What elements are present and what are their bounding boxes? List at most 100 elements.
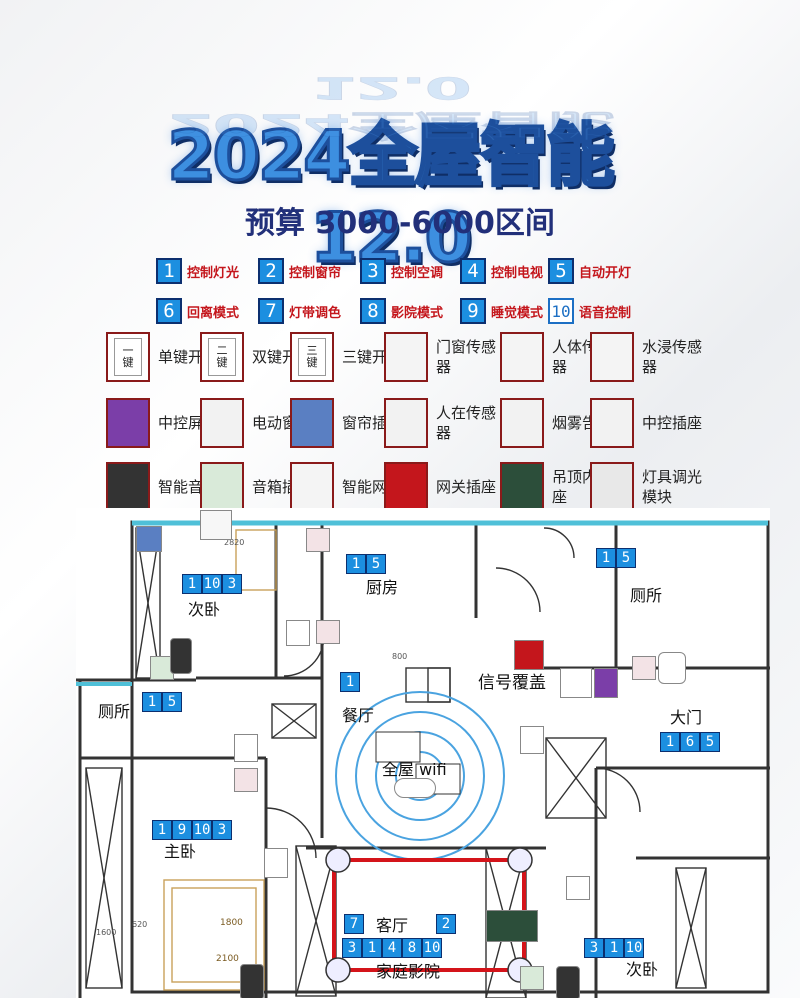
plan-tag-badge: 10 [422,938,442,958]
plan-tag-badge: 10 [624,938,644,958]
plan-tag-group: 7 [344,914,364,934]
room-dining: 餐厅 [342,706,375,725]
signal-coverage-label: 信号覆盖 [478,673,546,693]
speaker-icon [170,638,192,674]
device-image-icon [200,462,244,512]
feature-number-badge: 10 [548,298,574,324]
plan-tag-badge: 5 [700,732,720,752]
device-label: 网关插座 [436,478,497,496]
switch-icon [520,726,544,754]
plan-tag-badge: 4 [382,938,402,958]
plan-tag-badge: 1 [362,938,382,958]
socket-icon [234,768,258,792]
device-image-icon [500,398,544,448]
room-toilet-right: 厕所 [630,586,663,605]
feature-number-badge: 5 [548,258,574,284]
device-label: 人在传感器 [436,404,497,442]
switch-face: 三 键 [298,338,326,376]
plan-tag-badge: 8 [402,938,422,958]
feature-item: 8 影院模式 [360,298,443,324]
plan-tag-badge: 1 [152,820,172,840]
socket-icon [316,620,340,644]
room-second-bedroom: 次卧 [188,600,221,619]
plan-tag-badge: 5 [366,554,386,574]
feature-label: 影院模式 [391,305,444,321]
control-screen-icon [594,668,618,698]
feature-number-badge: 8 [360,298,386,324]
plan-tag-badge: 6 [680,732,700,752]
speaker-icon [240,964,264,998]
plan-tag-group: 2 [436,914,456,934]
device-image-icon [106,398,150,448]
device-image-icon: 三 键 [290,332,334,382]
feature-number-badge: 7 [258,298,284,324]
device-item: 水浸传感器 [590,332,706,382]
router-icon [394,778,436,798]
speaker-socket-icon [520,966,544,990]
speaker-icon [556,966,580,998]
switch-face: 二 键 [208,338,236,376]
plan-tag-badge: 1 [340,672,360,692]
device-image-icon [384,462,428,512]
device-image-icon [106,462,150,512]
device-image-icon [500,332,544,382]
device-image-icon [590,462,634,512]
dim-1800: 1800 [220,918,243,928]
feature-number-badge: 1 [156,258,182,284]
title-reflection: 2024全屋智能12.0 [167,69,613,143]
device-item: 网关插座 [384,462,500,512]
room-toilet-left: 厕所 [98,702,131,721]
floor-plan: 次卧 厨房 厕所 厕所 餐厅 信号覆盖 大门 全屋 wifi 主卧 客厅 家庭影… [76,508,770,998]
plan-tag-badge: 1 [346,554,366,574]
room-front-door: 大门 [670,708,703,727]
feature-item: 5 自动开灯 [548,258,631,284]
plan-tag-group: 1 [340,672,360,692]
device-label: 门窗传感器 [436,338,497,376]
device-image-icon [290,398,334,448]
floor-plan-walls [76,520,770,998]
device-image-icon [200,398,244,448]
plan-tag-badge: 5 [162,692,182,712]
device-item: 中控屏 [106,398,222,448]
device-image-icon: 一 键 [106,332,150,382]
feature-label: 控制电视 [491,265,544,281]
plan-tag-badge: 1 [142,692,162,712]
feature-number-badge: 4 [460,258,486,284]
room-kitchen: 厨房 [366,578,399,597]
device-image-icon [590,398,634,448]
feature-item: 7 灯带调色 [258,298,341,324]
device-item: 一 键单键开关 [106,332,222,382]
device-image-icon: 二 键 [200,332,244,382]
device-image-icon [290,462,334,512]
curtain-icon [200,510,232,540]
device-image-icon [590,332,634,382]
device-item: 吊顶内插座 [500,462,616,512]
dim-2820: 2820 [224,538,245,547]
plan-tag-badge: 7 [344,914,364,934]
device-item: 窗帘插座 [290,398,406,448]
device-image-icon [384,398,428,448]
feature-label: 灯带调色 [289,305,342,321]
dim-620: 620 [132,920,148,929]
room-master-bedroom: 主卧 [164,842,197,861]
socket-icon [566,876,590,900]
feature-label: 自动开灯 [579,265,632,281]
feature-label: 语音控制 [579,305,632,321]
feature-item: 4 控制电视 [460,258,543,284]
feature-label: 控制窗帘 [289,265,342,281]
switch-icon [286,620,310,646]
device-item: 人在传感器 [384,398,500,448]
page-subtitle: 预算 3000-6000区间 [245,206,555,241]
feature-number-badge: 6 [156,298,182,324]
plan-tag-badge: 9 [172,820,192,840]
plan-tag-badge: 10 [202,574,222,594]
dim-800: 800 [392,652,408,661]
